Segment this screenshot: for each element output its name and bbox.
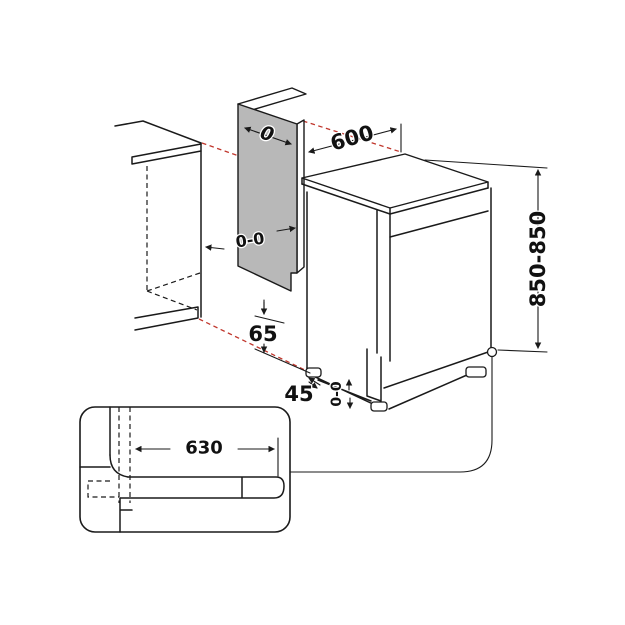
right-rear-foot — [465, 366, 487, 378]
dimension-height: 850-850 — [424, 159, 551, 353]
dim-height-label: 850-850 — [526, 211, 550, 307]
dim-foot-inset-label: 45 — [284, 382, 313, 406]
open-door-section — [119, 476, 285, 499]
door-bottom-edge — [383, 350, 492, 389]
side-panel-face — [237, 103, 298, 292]
dimension-width: 600 — [308, 119, 402, 157]
detail-connector — [289, 346, 498, 473]
dim-width-label: 600 — [328, 120, 377, 155]
detail-inset: 630 — [79, 406, 291, 533]
cabinet-hidden-edges — [146, 166, 201, 311]
side-panel — [237, 87, 307, 292]
front-corner-foot — [370, 401, 388, 412]
side-plinth-notch — [366, 348, 382, 402]
inset-bubble — [79, 406, 291, 533]
control-panel-line — [389, 210, 489, 238]
front-left-foot — [305, 367, 322, 378]
dim-door-depth-label: 630 — [185, 438, 223, 459]
dim-floor-clearance-label: 0-0 — [329, 381, 345, 407]
dimension-door-depth: 630 — [135, 436, 275, 460]
detail-reference-point — [486, 346, 498, 358]
dimension-foot-inset: 45 — [283, 377, 321, 407]
door-closed-position — [118, 407, 131, 503]
dishwasher — [301, 153, 492, 412]
plinth-recess-hidden — [87, 480, 119, 498]
dim-base-height-label: 65 — [248, 322, 277, 346]
dim-side-clearance-label: 0-0 — [234, 229, 265, 252]
dimension-floor-clearance: 0-0 — [328, 379, 354, 409]
left-cabinet — [114, 120, 202, 331]
dimension-base-height: 65 — [247, 299, 311, 374]
